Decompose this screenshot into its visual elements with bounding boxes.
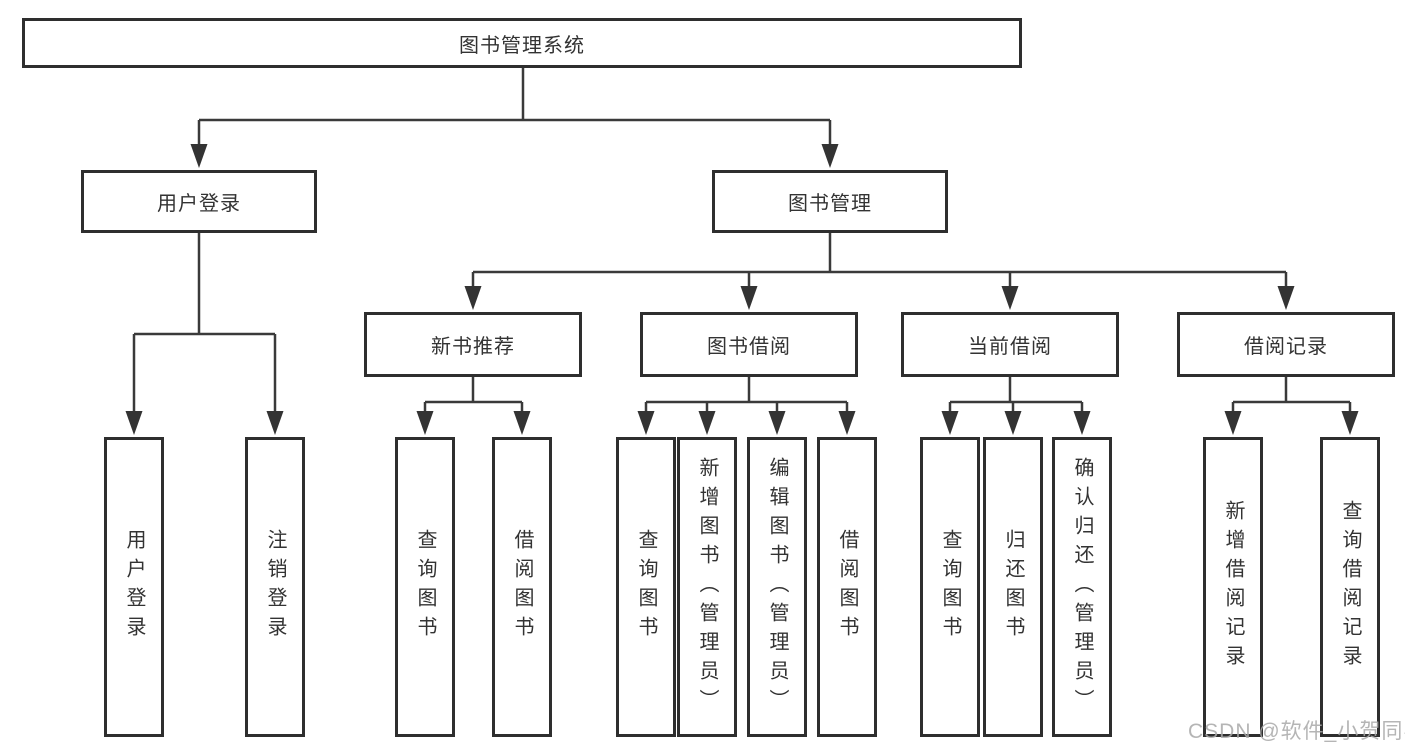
node-label: 编辑图书（管理员）: [766, 456, 788, 718]
node-label: 查询图书: [939, 529, 961, 645]
node-leaf-user-login: 用户登录: [104, 437, 164, 737]
csdn-watermark: CSDN @软件_小贺同学: [1188, 720, 1405, 743]
node-label: 查询图书: [414, 529, 436, 645]
node-label: 借阅图书: [836, 529, 858, 645]
node-root: 图书管理系统: [22, 18, 1022, 68]
node-label: 归还图书: [1002, 529, 1024, 645]
node-label: 查询图书: [635, 529, 657, 645]
node-label: 查询借阅记录: [1339, 500, 1361, 674]
node-book-borrow: 图书借阅: [640, 312, 858, 377]
node-leaf-query-books-1: 查询图书: [395, 437, 455, 737]
node-book-management: 图书管理: [712, 170, 948, 233]
node-label: 用户登录: [123, 529, 145, 645]
node-leaf-logout: 注销登录: [245, 437, 305, 737]
node-borrow-records: 借阅记录: [1177, 312, 1395, 377]
node-leaf-confirm-return-admin: 确认归还（管理员）: [1052, 437, 1112, 737]
node-leaf-add-books-admin: 新增图书（管理员）: [677, 437, 737, 737]
node-leaf-borrow-books-1: 借阅图书: [492, 437, 552, 737]
node-label: 借阅图书: [511, 529, 533, 645]
node-leaf-query-borrow-record: 查询借阅记录: [1320, 437, 1380, 737]
node-label: 注销登录: [264, 529, 286, 645]
node-new-book-recommend: 新书推荐: [364, 312, 582, 377]
node-leaf-add-borrow-record: 新增借阅记录: [1203, 437, 1263, 737]
connector-path: [132, 68, 1352, 417]
node-leaf-query-books-3: 查询图书: [920, 437, 980, 737]
node-user-login: 用户登录: [81, 170, 317, 233]
node-current-borrow: 当前借阅: [901, 312, 1119, 377]
node-leaf-query-books-2: 查询图书: [616, 437, 676, 737]
node-leaf-return-books: 归还图书: [983, 437, 1043, 737]
arrowhead-icons: [125, 144, 1359, 435]
node-leaf-edit-books-admin: 编辑图书（管理员）: [747, 437, 807, 737]
node-label: 确认归还（管理员）: [1071, 456, 1093, 718]
node-label: 新增借阅记录: [1222, 500, 1244, 674]
node-leaf-borrow-books-2: 借阅图书: [817, 437, 877, 737]
node-label: 新增图书（管理员）: [696, 456, 718, 718]
